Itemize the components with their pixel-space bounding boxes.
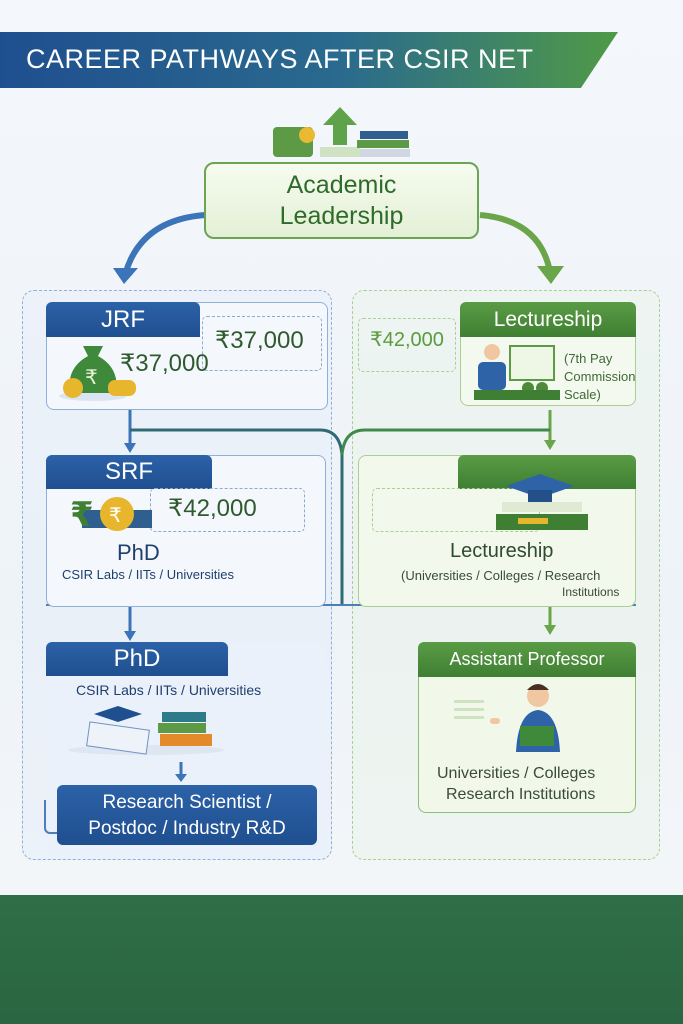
srf-amount: ₹42,000 <box>168 495 257 522</box>
lectureship-amount: ₹42,000 <box>370 329 444 351</box>
outcome-line-2: Postdoc / Industry R&D <box>88 818 286 839</box>
research-scientist-box: Research Scientist / Postdoc / Industry … <box>57 785 317 845</box>
books-icon <box>360 131 408 139</box>
phd-places: CSIR Labs / IITs / Universities <box>76 682 262 698</box>
footer-band <box>0 895 683 1024</box>
svg-text:₹: ₹ <box>109 503 122 527</box>
academic-icons <box>273 107 410 157</box>
up-arrow-icon <box>323 107 357 145</box>
lecturer-icon <box>474 344 560 400</box>
title-banner: CAREER PATHWAYS AFTER CSIR NET <box>0 32 618 88</box>
srf-title: SRF <box>46 455 212 489</box>
arrow-left-icon <box>113 268 138 284</box>
curved-arrows <box>113 212 564 284</box>
srf-subtitle: PhD <box>117 540 160 565</box>
assistant-professor-title: Assistant Professor <box>418 642 636 677</box>
lectureship-detail-title: Lectureship <box>450 540 554 562</box>
lectureship-title: Lectureship <box>460 302 636 337</box>
leadership-label-2: Leadership <box>279 202 404 230</box>
page-title: CAREER PATHWAYS AFTER CSIR NET <box>26 44 534 74</box>
note-line-1: (7th Pay <box>564 351 613 366</box>
arrow-right-icon <box>537 266 564 284</box>
graduation-books-icon <box>496 474 588 530</box>
outcome-line-1: Research Scientist / <box>102 792 272 813</box>
jrf-title: JRF <box>46 302 200 337</box>
leadership-label-1: Academic <box>286 171 397 199</box>
note-line-3: Scale) <box>564 387 601 402</box>
lectureship-places-2: Institutions <box>562 585 620 599</box>
rupee-coin-icon: ₹ ₹ <box>70 495 152 534</box>
lectureship-amount-box <box>358 318 456 372</box>
phd-side-connector <box>44 800 58 834</box>
jrf-amount-box <box>202 316 322 371</box>
phd-title: PhD <box>46 642 228 676</box>
assistant-places-1: Universities / Colleges <box>437 765 596 782</box>
professor-icon <box>454 684 560 752</box>
academic-leadership-box: Academic Leadership <box>204 162 479 239</box>
jrf-amount-boxed: ₹37,000 <box>215 327 304 354</box>
lectureship-places-1: (Universities / Colleges / Research <box>401 568 601 583</box>
jrf-amount: ₹37,000 <box>120 350 209 377</box>
pay-scale-note: (7th Pay Commission Scale) <box>564 350 636 404</box>
svg-text:₹: ₹ <box>70 495 94 534</box>
coin-icon <box>299 127 315 143</box>
note-line-2: Commission <box>564 369 636 384</box>
money-bag-icon: ₹ <box>59 346 136 401</box>
assistant-places-2: Research Institutions <box>446 786 596 803</box>
srf-places: CSIR Labs / IITs / Universities <box>62 567 234 582</box>
arrow-down-icon <box>175 762 187 782</box>
svg-text:₹: ₹ <box>85 365 98 389</box>
degree-books-icon <box>68 706 224 755</box>
